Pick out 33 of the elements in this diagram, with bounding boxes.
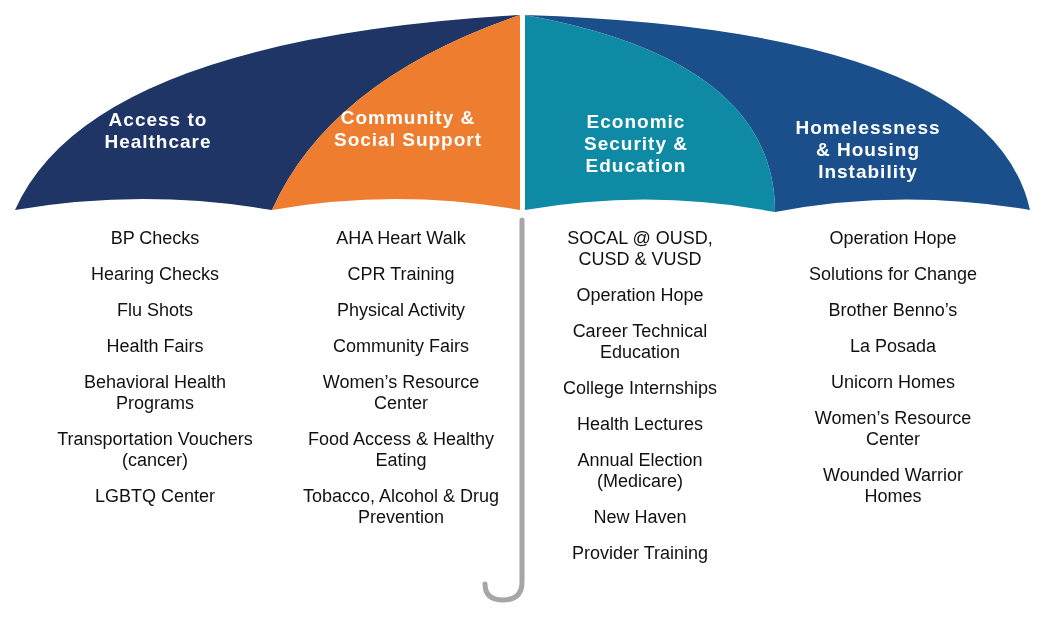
program-item: Flu Shots [115, 300, 194, 321]
program-item: CPR Training [346, 264, 456, 285]
program-item: AHA Heart Walk [335, 228, 467, 249]
program-item: Provider Training [570, 543, 710, 564]
program-item: BP Checks [109, 228, 201, 249]
segment-heading: Homelessness & Housing Instability [794, 117, 942, 183]
program-item: Physical Activity [335, 300, 466, 321]
program-item: La Posada [848, 336, 938, 357]
program-item: Women’s Resource Center [321, 372, 481, 414]
program-item: Women’s Resource Center [813, 408, 973, 450]
program-item: Health Lectures [575, 414, 705, 435]
segment-heading: Community & Social Support [333, 107, 483, 151]
program-item: Career Technical Education [571, 321, 709, 363]
program-item: Tobacco, Alcohol & Drug Prevention [301, 486, 501, 528]
program-item: SOCAL @ OUSD, CUSD & VUSD [566, 228, 714, 270]
program-item: Unicorn Homes [829, 372, 956, 393]
program-item: College Internships [561, 378, 719, 399]
program-item: Community Fairs [332, 336, 470, 357]
program-item: Operation Hope [575, 285, 705, 306]
program-item: Wounded Warrior Homes [821, 465, 965, 507]
segment-heading: Economic Security & Education [583, 111, 689, 177]
program-item: Operation Hope [828, 228, 958, 249]
program-item: Annual Election (Medicare) [576, 450, 704, 492]
program-item: LGBTQ Center [93, 486, 216, 507]
program-item: Solutions for Change [807, 264, 979, 285]
program-item: Hearing Checks [89, 264, 221, 285]
program-item: Behavioral Health Programs [82, 372, 228, 414]
program-item: Transportation Vouchers (cancer) [56, 429, 254, 471]
program-item: New Haven [592, 507, 688, 528]
segment-heading: Access to Healthcare [103, 109, 213, 153]
program-item: Food Access & Healthy Eating [306, 429, 496, 471]
program-item: Brother Benno’s [827, 300, 959, 321]
program-item: Health Fairs [105, 336, 205, 357]
